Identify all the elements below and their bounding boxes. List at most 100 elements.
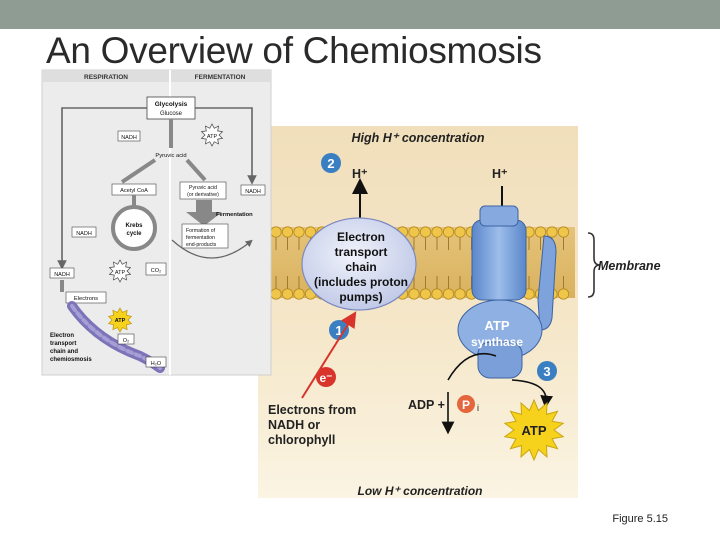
inset-nadh-ferment <box>240 184 266 196</box>
electron-arrow <box>301 311 357 399</box>
inset-etc-line1: Electron <box>50 333 74 339</box>
lipid-head <box>557 226 570 238</box>
pyruvic-derivative-box <box>179 181 227 200</box>
acetyl-label: Acetyl CoA <box>120 188 148 194</box>
step-2-number: 2 <box>327 156 334 171</box>
inset-h2o-label: H₂O <box>151 361 162 367</box>
etc-line-2: transport <box>335 245 388 259</box>
step-3-badge <box>537 361 557 381</box>
atp-synthase-label-line1: ATP <box>484 318 509 333</box>
lipid-head <box>281 288 294 300</box>
electrons-from-line2: NADH or <box>268 418 320 432</box>
etc-line-5: pumps) <box>339 290 382 304</box>
glycolysis-label: Glycolysis <box>155 101 188 108</box>
inset-atp-burst-3 <box>107 307 133 333</box>
inset-atp-2-label: ATP <box>115 270 126 276</box>
lipid-head <box>281 226 294 238</box>
inset-o2-label: O₂ <box>123 338 129 344</box>
fermentation-header: FERMENTATION <box>195 74 246 81</box>
lipid-head <box>419 288 432 300</box>
electrons-from-line3: chlorophyll <box>268 433 335 447</box>
phosphate-badge <box>457 395 475 413</box>
lipid-head <box>408 288 420 300</box>
etc-line-4: (includes proton <box>314 275 408 289</box>
atp-formation-arrow <box>511 379 553 409</box>
electron-badge <box>316 367 336 387</box>
atp-synthase-label-line2: synthase <box>471 335 523 349</box>
pyruvate-to-acetyl <box>120 158 157 184</box>
inset-h2o-box <box>145 356 167 368</box>
atp-synthase: ATP synthase <box>457 205 557 379</box>
lipid-head <box>546 226 558 238</box>
electron-symbol: e⁻ <box>319 371 332 385</box>
lipid-head <box>293 226 305 238</box>
h-plus-right: H⁺ <box>492 167 508 181</box>
krebs-cycle-ring <box>111 205 157 251</box>
etc-line-3: chain <box>345 260 376 274</box>
formation-line2: fermentation <box>186 235 215 241</box>
inset-o2-box <box>117 333 135 345</box>
atp-product-label: ATP <box>521 423 546 438</box>
lipid-head <box>431 288 443 300</box>
inset-etc-line2: transport <box>50 341 76 347</box>
inset-etc-line4: chemiosmosis <box>50 357 92 363</box>
inset-atp-burst-1 <box>200 123 224 147</box>
phosphate-symbol: P <box>462 398 470 412</box>
pyruvic-derivative-line2: (or derivative) <box>187 192 219 198</box>
inset-co2-box <box>145 262 167 276</box>
lipid-head <box>408 226 420 238</box>
top-bar <box>0 0 720 29</box>
ferment-return-arc <box>171 239 253 259</box>
lipid-head <box>270 226 282 238</box>
step-1-number: 1 <box>335 323 342 338</box>
high-h-label: High H⁺ concentration <box>352 131 485 145</box>
lipid-head <box>419 226 432 238</box>
low-h-label: Low H⁺ concentration <box>357 484 482 498</box>
glycolysis-left-path <box>57 107 147 270</box>
fermentation-label: Fermentation <box>216 212 253 218</box>
slide-title: An Overview of Chemiosmosis <box>46 30 542 71</box>
lipid-head <box>304 226 317 238</box>
adp-label: ADP + <box>408 398 445 412</box>
glycolysis-right-path <box>195 107 257 185</box>
inset-atp-1-label: ATP <box>207 134 218 140</box>
lipid-head <box>270 288 282 300</box>
inset-header-band <box>42 70 271 82</box>
inset-co2-label: CO₂ <box>151 268 161 274</box>
lipid-head <box>454 288 466 300</box>
krebs-line1: Krebs <box>125 223 143 229</box>
lipid-head <box>293 288 305 300</box>
membrane-label: Membrane <box>598 259 661 273</box>
inset-nadh-3 <box>49 267 75 279</box>
inset-atp-burst-2 <box>108 259 132 283</box>
respiration-header: RESPIRATION <box>84 74 128 81</box>
figure-caption: Figure 5.15 <box>612 513 668 525</box>
atp-product-burst <box>503 398 565 462</box>
inset-nadh-2-label: NADH <box>76 231 92 237</box>
lipid-head <box>442 226 455 238</box>
adp-curve <box>447 352 497 381</box>
inset-nadh-1-label: NADH <box>121 135 137 141</box>
krebs-line2: cycle <box>126 231 142 237</box>
inset-nadh-3-label: NADH <box>54 272 70 278</box>
phosphate-subscript: i <box>477 403 479 413</box>
inset-nadh-ferment-label: NADH <box>245 189 261 195</box>
pyruvate-to-ferment <box>185 158 207 182</box>
pyruvic-label: Pyruvic acid <box>155 153 186 159</box>
electrons-label: Electrons <box>74 296 98 302</box>
inset-nadh-1 <box>117 130 141 142</box>
lipid-head <box>534 226 547 238</box>
step-2-badge <box>321 153 341 173</box>
metabolism-inset: RESPIRATION FERMENTATION Glycolysis Gluc… <box>41 69 272 376</box>
inset-background <box>41 69 272 376</box>
glucose-label: Glucose <box>160 111 183 117</box>
etc-line-1: Electron <box>337 230 385 244</box>
chemiosmosis-panel: High H⁺ concentration Low H⁺ concentrati… <box>258 126 661 498</box>
formation-line3: end-products <box>186 242 217 248</box>
lipid-head <box>454 226 466 238</box>
step-3-number: 3 <box>543 364 550 379</box>
membrane-brace <box>587 232 601 298</box>
lipid-head <box>442 288 455 300</box>
lipid-head <box>557 288 570 300</box>
